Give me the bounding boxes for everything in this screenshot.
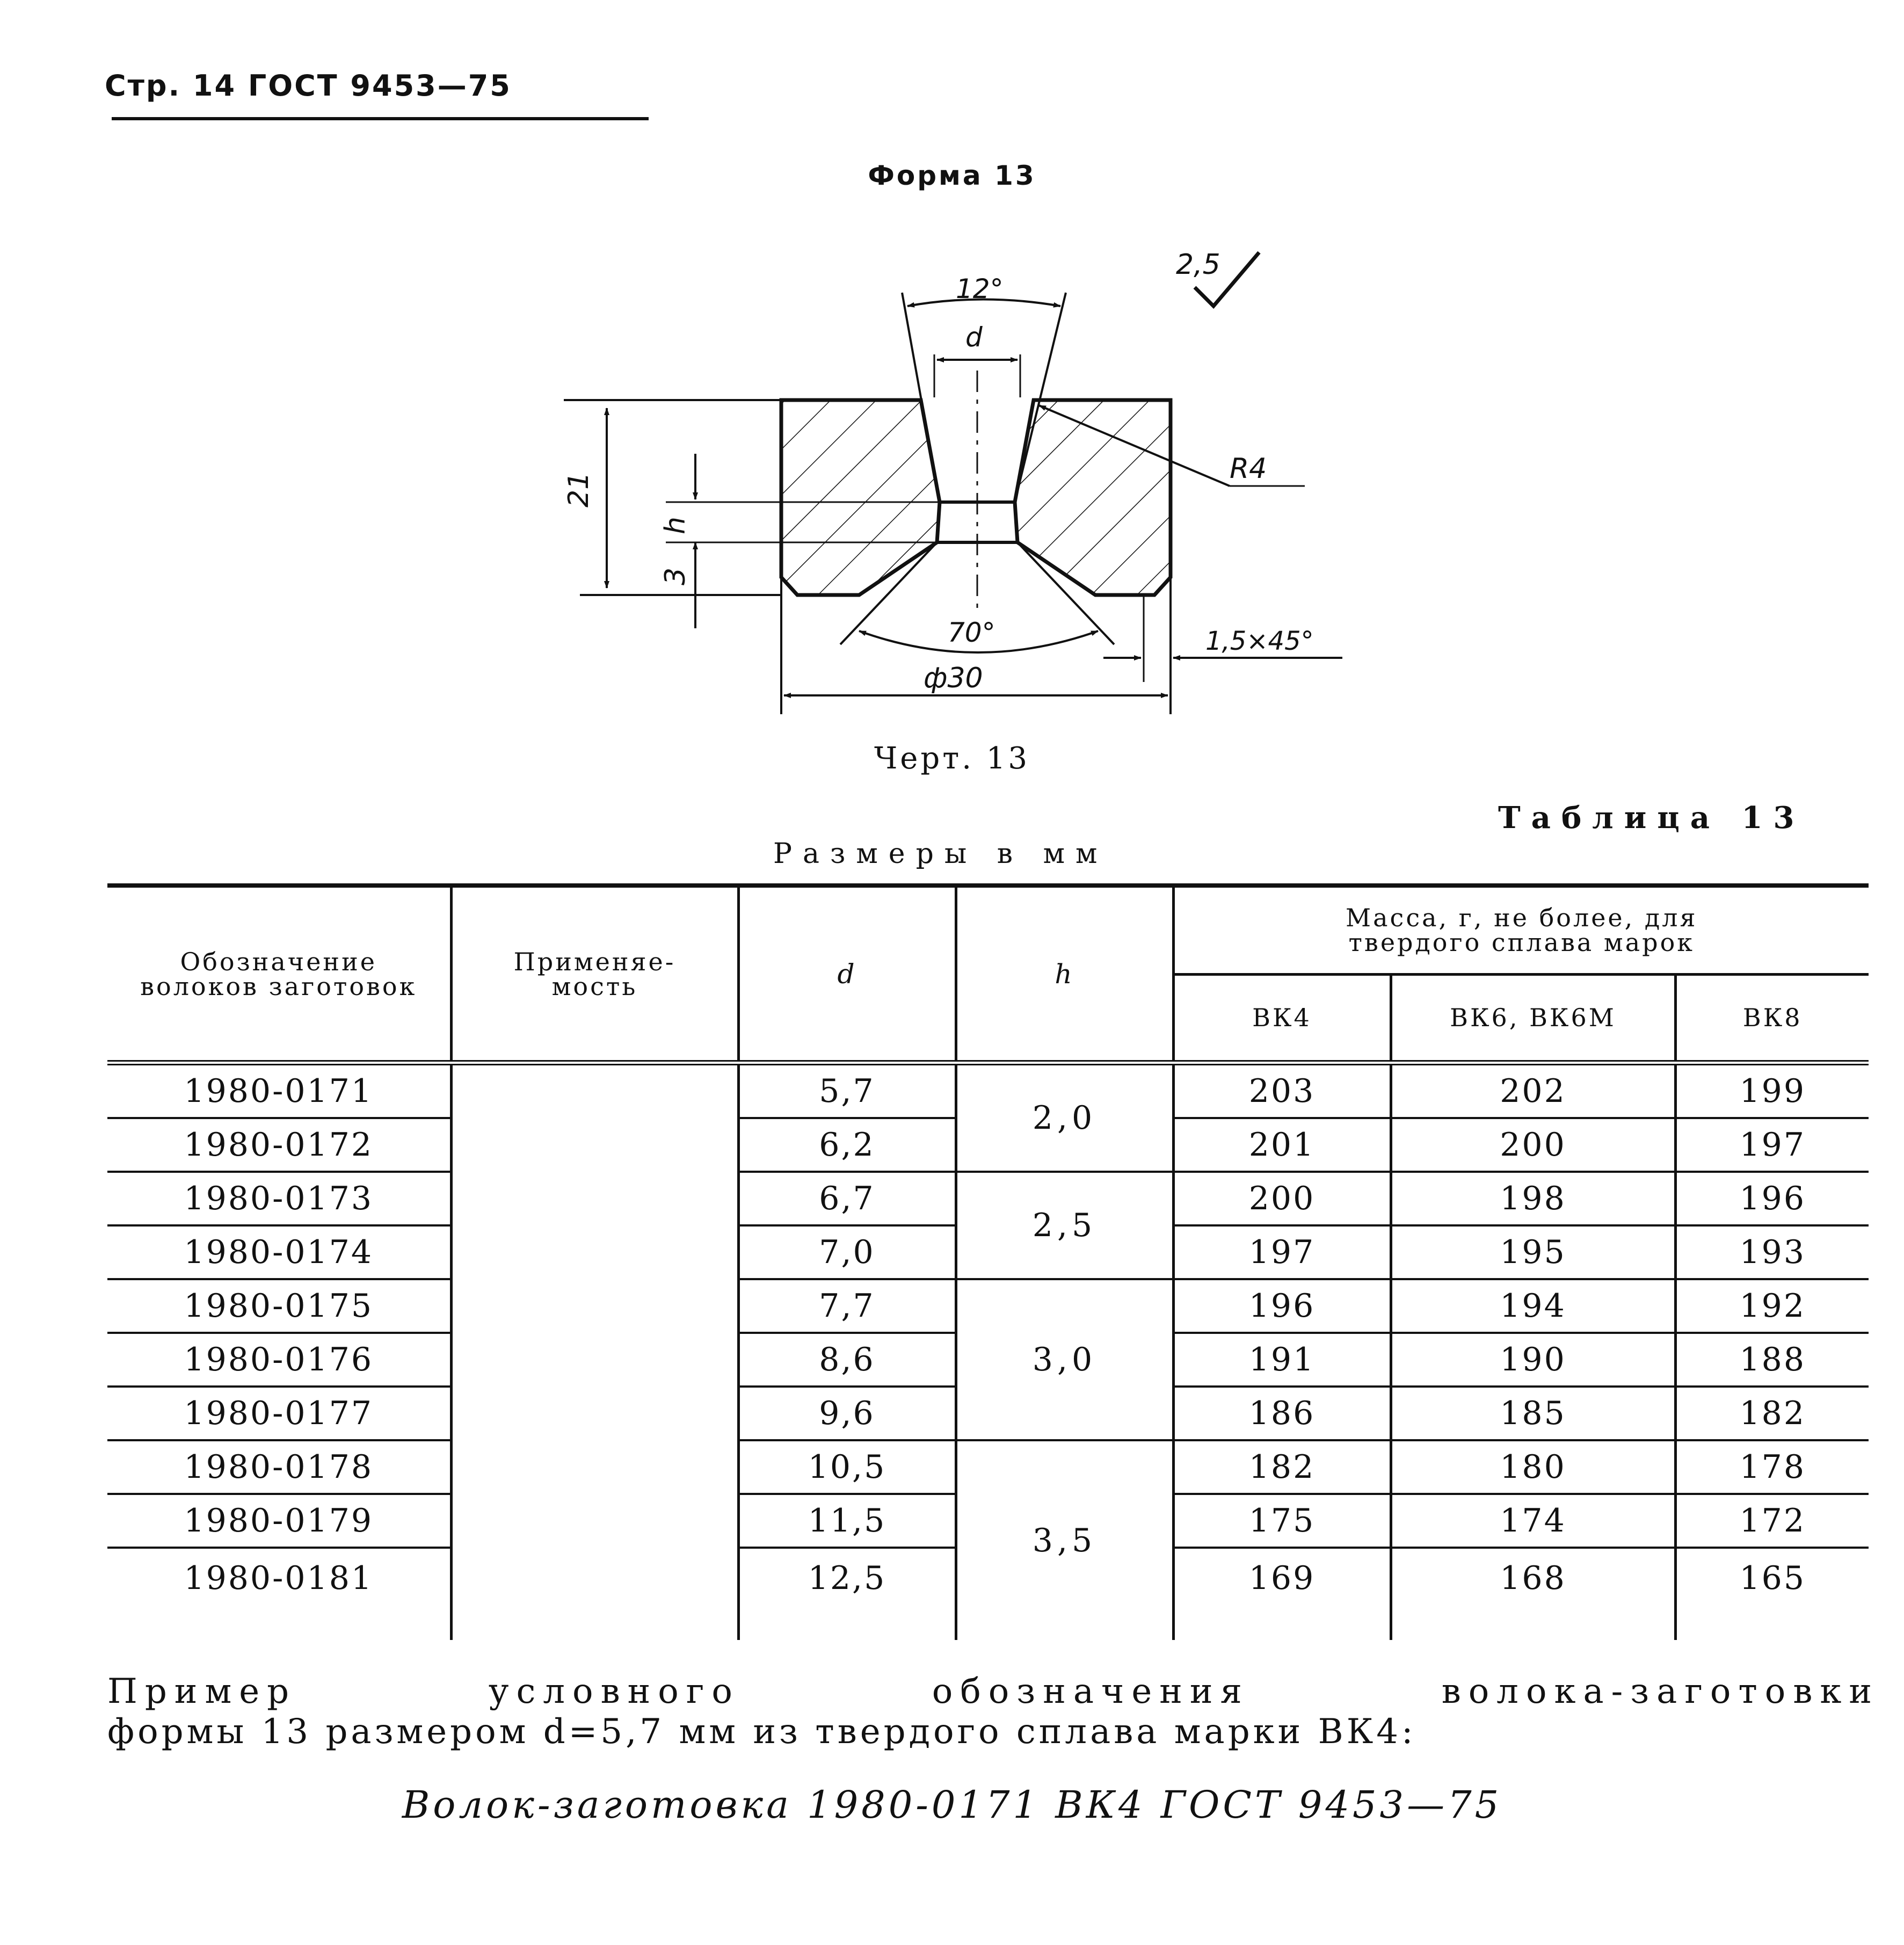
d-cell: 10,5 [737, 1440, 956, 1495]
table-title: Таблица 13 [1498, 800, 1805, 836]
roughness-label: 2,5 [1176, 249, 1220, 281]
form-title: Форма 13 [868, 160, 1036, 191]
example-text: формы 13 размером d=5,7 мм из твердого с… [107, 1712, 1416, 1752]
vk4-cell: 197 [1172, 1225, 1391, 1280]
designation-cell: 1980-0179 [107, 1494, 451, 1549]
vk6-cell: 194 [1389, 1279, 1675, 1334]
designation-cell: 1980-0172 [107, 1118, 451, 1173]
d-cell: 9,6 [737, 1387, 956, 1441]
col-mass-group: Масса, г, не более, для твердого сплава … [1172, 886, 1869, 974]
col-vk4: ВК4 [1172, 973, 1391, 1063]
vk6-cell: 180 [1389, 1440, 1675, 1495]
designation-cell: 1980-0173 [107, 1172, 451, 1226]
technical-drawing: 21 h 3 12° d R4 70° ф30 1,5×45° 2,5 [563, 249, 1342, 714]
vk6-cell: 195 [1389, 1225, 1675, 1280]
col-vk6: ВК6, ВК6М [1389, 973, 1675, 1063]
table-row: 1980-0178 10,5 3,5 182 180 178 [107, 1440, 1869, 1640]
vk4-cell: 169 [1172, 1548, 1391, 1640]
dim-radius-label: R4 [1230, 453, 1267, 485]
drawing-caption: Черт. 13 [874, 741, 1030, 776]
vk8-cell: 193 [1674, 1225, 1869, 1280]
vk4-cell: 182 [1172, 1440, 1391, 1495]
designation-cell: 1980-0177 [107, 1387, 451, 1441]
table-row: 1980-0179 11,5 175 174 172 [107, 1494, 1869, 1549]
vk6-cell: 198 [1389, 1172, 1675, 1226]
d-cell: 11,5 [737, 1494, 956, 1549]
vk8-cell: 192 [1674, 1279, 1869, 1334]
vk4-cell: 203 [1172, 1063, 1391, 1119]
die-section-right [1013, 398, 1173, 597]
vk4-cell: 201 [1172, 1118, 1391, 1173]
dim-d-label: d [965, 322, 983, 353]
d-cell: 6,2 [737, 1118, 956, 1173]
dim-h-label: h [659, 517, 692, 534]
angle-bottom-label: 70° [948, 617, 995, 648]
vk8-cell: 178 [1674, 1440, 1869, 1495]
d-cell: 12,5 [737, 1548, 956, 1640]
vk4-cell: 175 [1172, 1494, 1391, 1549]
vk8-cell: 188 [1674, 1333, 1869, 1388]
vk4-cell: 186 [1172, 1387, 1391, 1441]
example-designation: Волок-заготовка 1980-0171 ВК4 ГОСТ 9453—… [402, 1783, 1502, 1827]
dim-3-label: 3 [659, 568, 692, 585]
h-cell: 3,0 [954, 1279, 1173, 1441]
vk8-cell: 199 [1674, 1063, 1869, 1119]
page-header: Стр. 14 ГОСТ 9453—75 [105, 69, 512, 103]
vk6-cell: 174 [1389, 1494, 1675, 1549]
spec-table: Обозначение волоков заготовок Применяе-м… [107, 883, 1869, 1640]
vk6-cell: 185 [1389, 1387, 1675, 1441]
table-row: 1980-0176 8,6 191 190 188 [107, 1333, 1869, 1388]
designation-cell: 1980-0175 [107, 1279, 451, 1334]
vk8-cell: 196 [1674, 1172, 1869, 1226]
table-row: 1980-0175 7,7 3,0 196 194 192 [107, 1279, 1869, 1441]
diameter-label: ф30 [924, 662, 983, 694]
col-vk8: ВК8 [1674, 973, 1869, 1063]
col-d: d [737, 886, 956, 1063]
table-row: 1980-0174 7,0 197 195 193 [107, 1225, 1869, 1280]
d-cell: 7,0 [737, 1225, 956, 1280]
h-cell: 2,0 [954, 1063, 1173, 1173]
designation-cell: 1980-0171 [107, 1063, 451, 1119]
designation-cell: 1980-0176 [107, 1333, 451, 1388]
vk6-cell: 190 [1389, 1333, 1675, 1388]
dim-height-label: 21 [563, 472, 595, 507]
designation-cell: 1980-0178 [107, 1440, 451, 1495]
vk8-cell: 165 [1674, 1548, 1869, 1640]
applicability-cell [449, 1063, 738, 1640]
col-designation: Обозначение волоков заготовок [140, 947, 417, 1001]
example-title: Пример условного обозначения волока-заго… [107, 1672, 1879, 1711]
vk8-cell: 197 [1674, 1118, 1869, 1173]
angle-top-label: 12° [956, 273, 1004, 304]
col-h: h [954, 886, 1173, 1063]
vk6-cell: 200 [1389, 1118, 1675, 1173]
units-note: Размеры в мм [773, 838, 1108, 870]
d-cell: 5,7 [737, 1063, 956, 1119]
designation-cell: 1980-0174 [107, 1225, 451, 1280]
table-row: 1980-0171 5,7 2,0 203 202 199 [107, 1063, 1869, 1640]
table-row: 1980-0177 9,6 186 185 182 [107, 1387, 1869, 1441]
vk6-cell: 202 [1389, 1063, 1675, 1119]
vk4-cell: 196 [1172, 1279, 1391, 1334]
col-applicability: Применяе-мость [449, 886, 738, 1063]
vk4-cell: 200 [1172, 1172, 1391, 1226]
h-cell: 3,5 [954, 1440, 1173, 1640]
d-cell: 7,7 [737, 1279, 956, 1334]
vk6-cell: 168 [1389, 1548, 1675, 1640]
designation-cell: 1980-0181 [184, 1559, 374, 1597]
header-rule [112, 117, 649, 120]
vk8-cell: 182 [1674, 1387, 1869, 1441]
h-cell: 2,5 [954, 1172, 1173, 1280]
roughness-icon [1193, 251, 1261, 309]
d-cell: 8,6 [737, 1333, 956, 1388]
vk4-cell: 191 [1172, 1333, 1391, 1388]
chamfer-label: 1,5×45° [1205, 626, 1314, 656]
d-cell: 6,7 [737, 1172, 956, 1226]
vk8-cell: 172 [1674, 1494, 1869, 1549]
table-row: 1980-0173 6,7 2,5 200 198 196 [107, 1172, 1869, 1280]
table-row: 1980-0181 12,5 169 168 165 [107, 1548, 1869, 1640]
table-row: 1980-0172 6,2 201 200 197 [107, 1118, 1869, 1173]
